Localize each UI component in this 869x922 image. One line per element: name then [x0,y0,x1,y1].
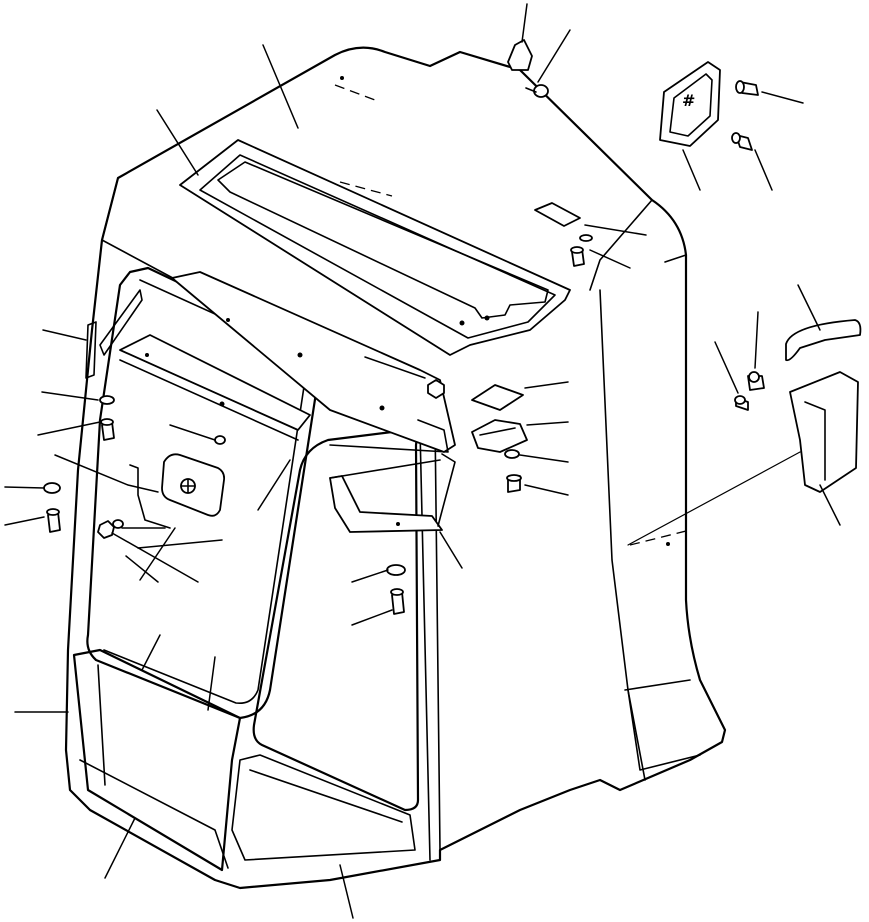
tray-bracket [329,453,456,533]
bolt-icon [46,508,61,533]
clip-icon [85,321,97,379]
screw-icon [731,132,753,151]
bolt-icon [100,418,115,441]
roof-hatch [179,139,571,356]
side-cover [627,319,862,546]
rivet-dot [666,542,670,546]
small-plates [471,202,581,453]
front-window-frame [231,428,420,861]
fasteners [43,80,765,615]
washer-icon [214,435,226,445]
bolt-icon [390,588,405,615]
rivet-dot [226,318,230,322]
roof-vent-cover: # [659,61,721,147]
bolt-icon [570,246,585,267]
roof-latch-bracket [507,39,549,98]
washer-icon [579,234,593,242]
leader-lines [4,3,841,919]
nut-icon [97,520,115,539]
screw-icon [735,80,759,96]
rivet-dot [340,76,344,80]
washer-icon [504,449,520,459]
screw-icon [734,395,749,411]
rivet-dot [145,353,149,357]
rivet-dot [219,401,225,407]
washer-icon [112,519,124,529]
hidden-line [334,84,376,101]
bolt-icon [747,371,765,391]
rivet-dot [297,352,303,358]
interior-switch-panel [129,453,226,529]
vent-grille-mark: # [682,91,695,110]
nut-icon [427,379,445,399]
bolt-icon [506,474,522,493]
washer-icon [43,482,61,494]
washer-icon [99,395,115,405]
rivet-dot [379,405,385,411]
washer-icon [386,564,406,576]
